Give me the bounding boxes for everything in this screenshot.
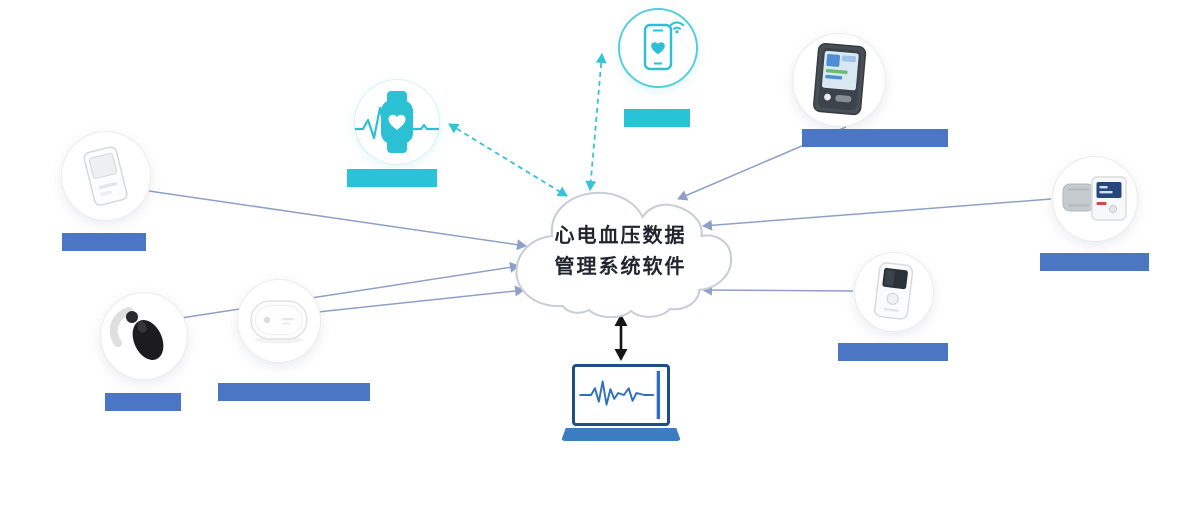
label-smartwatch [347, 169, 437, 187]
cloud-title: 心电血压数据 管理系统软件 [508, 221, 733, 283]
holter-recorder-icon [874, 262, 914, 320]
bedside-ecg-monitor-icon [813, 42, 867, 116]
device-node-smartwatch [354, 79, 440, 165]
connector-bp-cuff-to-cloud [702, 198, 1052, 231]
device-node-bp-monitor [1052, 156, 1138, 242]
label-ecg-patch [218, 383, 370, 401]
ecg-waveform-icon [579, 370, 661, 420]
label-bedside-monitor [802, 129, 948, 147]
laptop-base [561, 428, 681, 441]
device-node-ear-sensor [100, 292, 188, 380]
cloud-title-line1: 心电血压数据 [554, 225, 687, 247]
cloud-shape [515, 191, 732, 318]
device-node-smartphone [618, 8, 698, 88]
label-bp-monitor [1040, 253, 1149, 271]
bp-monitor-with-cuff-icon [1062, 176, 1127, 221]
cloud-title-line2: 管理系统软件 [554, 256, 687, 278]
laptop-screen [572, 364, 670, 426]
smartphone-app-icon [643, 21, 684, 71]
device-node-holter [854, 252, 934, 332]
connector-ear-sensor-to-cloud [180, 261, 520, 319]
wifi-signal-icon [670, 21, 684, 34]
label-smartphone-app [624, 109, 690, 127]
device-node-handheld-ecg [61, 131, 151, 221]
cloud-outline [515, 191, 732, 318]
ecg-patch-recorder-icon [250, 300, 308, 344]
device-node-ecg-patch [237, 279, 321, 363]
connector-handheld-to-cloud [148, 190, 527, 251]
label-holter [838, 343, 948, 361]
device-node-bedside-monitor [792, 33, 886, 127]
ear-ecg-sensor-icon [109, 307, 164, 361]
connector-patch-to-cloud [317, 285, 525, 313]
connector-holter-to-cloud [702, 284, 854, 296]
label-handheld-ecg [62, 233, 146, 251]
label-ear-sensor [105, 393, 181, 411]
handheld-ecg-device-icon [83, 146, 128, 206]
connector-cloud-to-phone-dashed [585, 53, 607, 191]
smartwatch-heart-icon [355, 91, 439, 153]
